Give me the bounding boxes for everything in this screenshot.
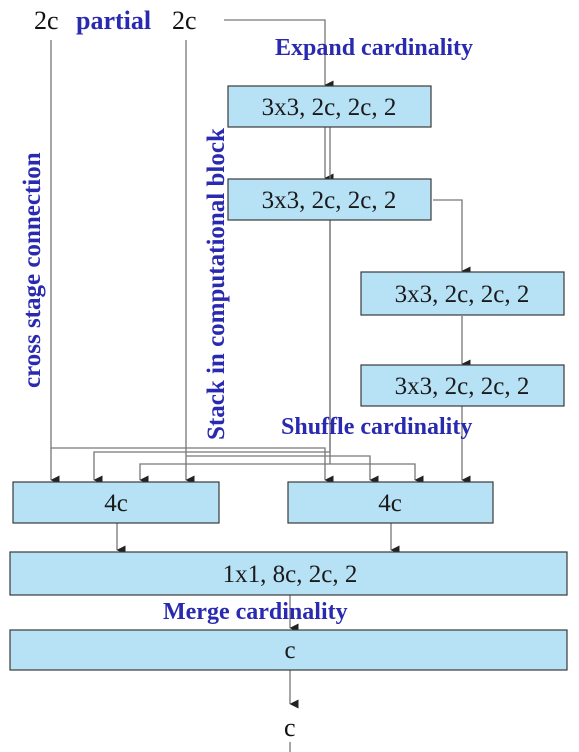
input-left-label: 2c (34, 6, 59, 35)
block-concat-right: 4c (287, 481, 494, 524)
merge-cardinality-label: Merge cardinality (163, 599, 348, 625)
block-conv2: 3x3, 2c, 2c, 2 (227, 178, 432, 221)
block-conv3: 3x3, 2c, 2c, 2 (360, 271, 565, 316)
block-concat-left-label: 4c (104, 490, 128, 517)
block-merge-conv-label: 1x1, 8c, 2c, 2 (223, 561, 358, 588)
shuffle-cardinality-label: Shuffle cardinality (281, 414, 472, 440)
block-conv1-label: 3x3, 2c, 2c, 2 (262, 94, 397, 121)
expand-cardinality-label: Expand cardinality (275, 35, 473, 61)
output-label: c (284, 713, 296, 742)
connectors (50, 19, 471, 752)
block-final-label: c (284, 637, 295, 664)
block-final: c (9, 629, 568, 671)
block-concat-right-label: 4c (378, 490, 402, 517)
input-right-label: 2c (172, 6, 197, 35)
input-row: 2c partial 2c (34, 6, 197, 35)
block-concat-left: 4c (12, 481, 220, 524)
block-merge-conv: 1x1, 8c, 2c, 2 (9, 551, 568, 596)
block-conv1: 3x3, 2c, 2c, 2 (227, 85, 432, 128)
input-to-conv1-edge (224, 19, 334, 90)
block-conv4-label: 3x3, 2c, 2c, 2 (395, 373, 530, 400)
cross-stage-connection-label: cross stage connection (19, 152, 46, 388)
block-conv3-label: 3x3, 2c, 2c, 2 (395, 281, 530, 308)
stack-computational-block-label: Stack in computational block (203, 128, 230, 440)
stack-edge-b (186, 455, 379, 485)
conv2-to-conv3-edge (433, 199, 471, 276)
block-conv4: 3x3, 2c, 2c, 2 (360, 364, 565, 407)
conv2-to-concat-right-edge (330, 463, 424, 485)
block-conv2-label: 3x3, 2c, 2c, 2 (262, 187, 397, 214)
conv2-to-concat-edge (139, 220, 331, 485)
input-partial-label: partial (76, 6, 151, 35)
